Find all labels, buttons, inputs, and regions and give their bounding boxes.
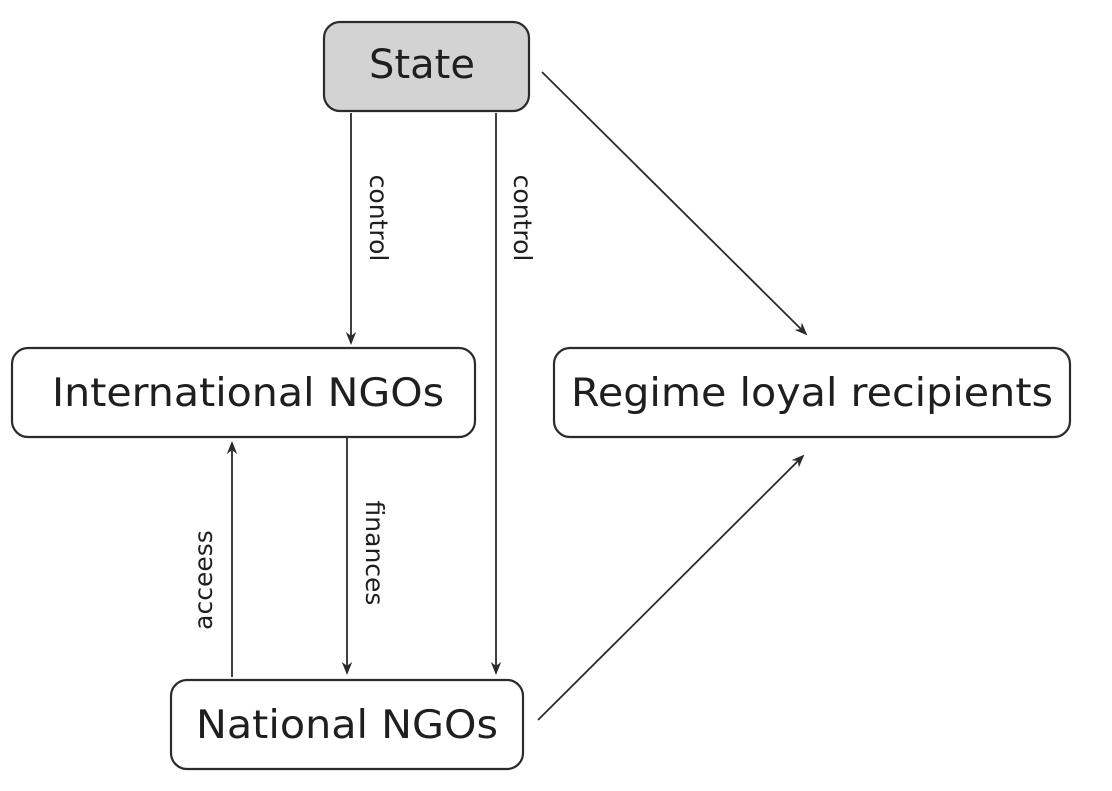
node-national-label: National NGOs [196, 703, 498, 748]
node-state-label: State [369, 42, 475, 88]
node-regime-loyal-recipients: Regime loyal recipients [552, 346, 1072, 439]
edge-label-state-national: control [508, 175, 537, 262]
node-national-box [169, 678, 525, 771]
node-international-box [10, 346, 477, 439]
node-international-ngos: International NGOs [10, 346, 477, 439]
edge-label-finances: finances [360, 501, 389, 606]
edge-label-state-international: control [364, 175, 393, 262]
node-state: State [322, 20, 531, 113]
edge-label-access: acceess [189, 530, 218, 630]
edge-national-to-regime [537, 454, 805, 721]
node-international-label: International NGOs [52, 371, 444, 416]
node-regime-label: Regime loyal recipients [571, 371, 1053, 416]
node-national-ngos: National NGOs [169, 678, 525, 771]
node-state-box [322, 20, 531, 113]
node-regime-box [552, 346, 1072, 439]
edge-state-to-regime [541, 71, 808, 336]
